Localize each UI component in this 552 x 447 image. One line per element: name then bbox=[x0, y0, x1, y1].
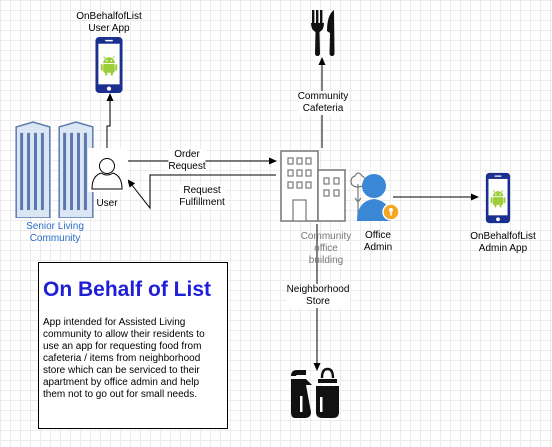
admin-app-phone-icon bbox=[485, 172, 511, 224]
description-title: On Behalf of List bbox=[43, 278, 211, 301]
admin-person-icon bbox=[357, 174, 391, 221]
shopping-bags-icon bbox=[291, 367, 339, 418]
senior-living-building-icon bbox=[15, 121, 94, 218]
lock-badge-icon bbox=[382, 203, 400, 221]
description-box: On Behalf of List App intended for Assis… bbox=[38, 262, 228, 429]
user-app-phone-icon bbox=[94, 36, 124, 94]
arrow-user-to-user-app bbox=[106, 93, 114, 150]
description-text: App intended for Assisted Living communi… bbox=[43, 317, 205, 400]
user-person-icon bbox=[88, 148, 128, 192]
office-building-icon bbox=[280, 150, 346, 222]
user-label: User bbox=[96, 198, 118, 209]
fork-knife-icon bbox=[311, 10, 335, 56]
arrow-request-fulfillment bbox=[127, 174, 276, 210]
